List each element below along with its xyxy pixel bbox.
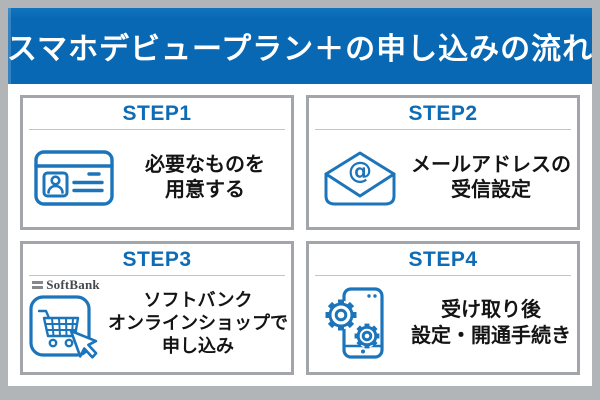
step-label: STEP3 (122, 247, 192, 271)
step-card-4: STEP4 (306, 240, 580, 375)
gear-large (325, 299, 357, 331)
svg-text:@: @ (348, 157, 372, 185)
step-card-2: STEP2 @ メールアドレスの 受信設定 (306, 95, 580, 230)
step-divider (29, 274, 285, 276)
step-divider (315, 274, 571, 276)
step-text-line: 必要なものを (145, 153, 265, 176)
smartphone-gears-icon (325, 287, 384, 359)
step-label: STEP1 (122, 102, 192, 125)
page-title: スマホデビュープラン＋の申し込みの流れ (6, 33, 594, 66)
step-divider (315, 129, 571, 130)
online-shop-cart-cursor-icon (29, 295, 98, 359)
step-text-line: メールアドレスの (411, 153, 571, 176)
step-text-line: 設定・開通手続き (411, 324, 571, 347)
softbank-bars-icon (32, 281, 44, 290)
step-text-line: オンラインショップで (108, 313, 288, 334)
step-card-3: STEP3 SoftBank (20, 240, 294, 375)
step-description: 受け取り後 設定・開通手続き (411, 298, 577, 349)
step-text-line: 受け取り後 (441, 299, 541, 322)
step-description: 必要なものを 用意する (125, 153, 291, 204)
step-description: メールアドレスの 受信設定 (411, 153, 577, 204)
gear-small (354, 323, 380, 349)
step-text-line: ソフトバンク (143, 290, 253, 311)
step-text-line: 用意する (165, 179, 245, 202)
id-card-icon (34, 150, 114, 206)
header-banner: スマホデビュープラン＋の申し込みの流れ (6, 8, 594, 84)
step-label: STEP2 (408, 102, 478, 125)
step-text-line: 受信設定 (451, 179, 531, 202)
softbank-logo-text: SoftBank (46, 277, 100, 293)
softbank-logo: SoftBank (32, 277, 100, 293)
step-text-line: 申し込み (162, 336, 234, 357)
step-divider (29, 129, 285, 130)
step-card-1: STEP1 必要なものを 用意する (20, 95, 294, 230)
step-label: STEP4 (408, 247, 478, 271)
steps-grid: STEP1 必要なものを 用意する STE (8, 84, 592, 386)
email-at-envelope-icon: @ (324, 151, 396, 206)
step-description: ソフトバンク オンラインショップで 申し込み (107, 289, 291, 358)
